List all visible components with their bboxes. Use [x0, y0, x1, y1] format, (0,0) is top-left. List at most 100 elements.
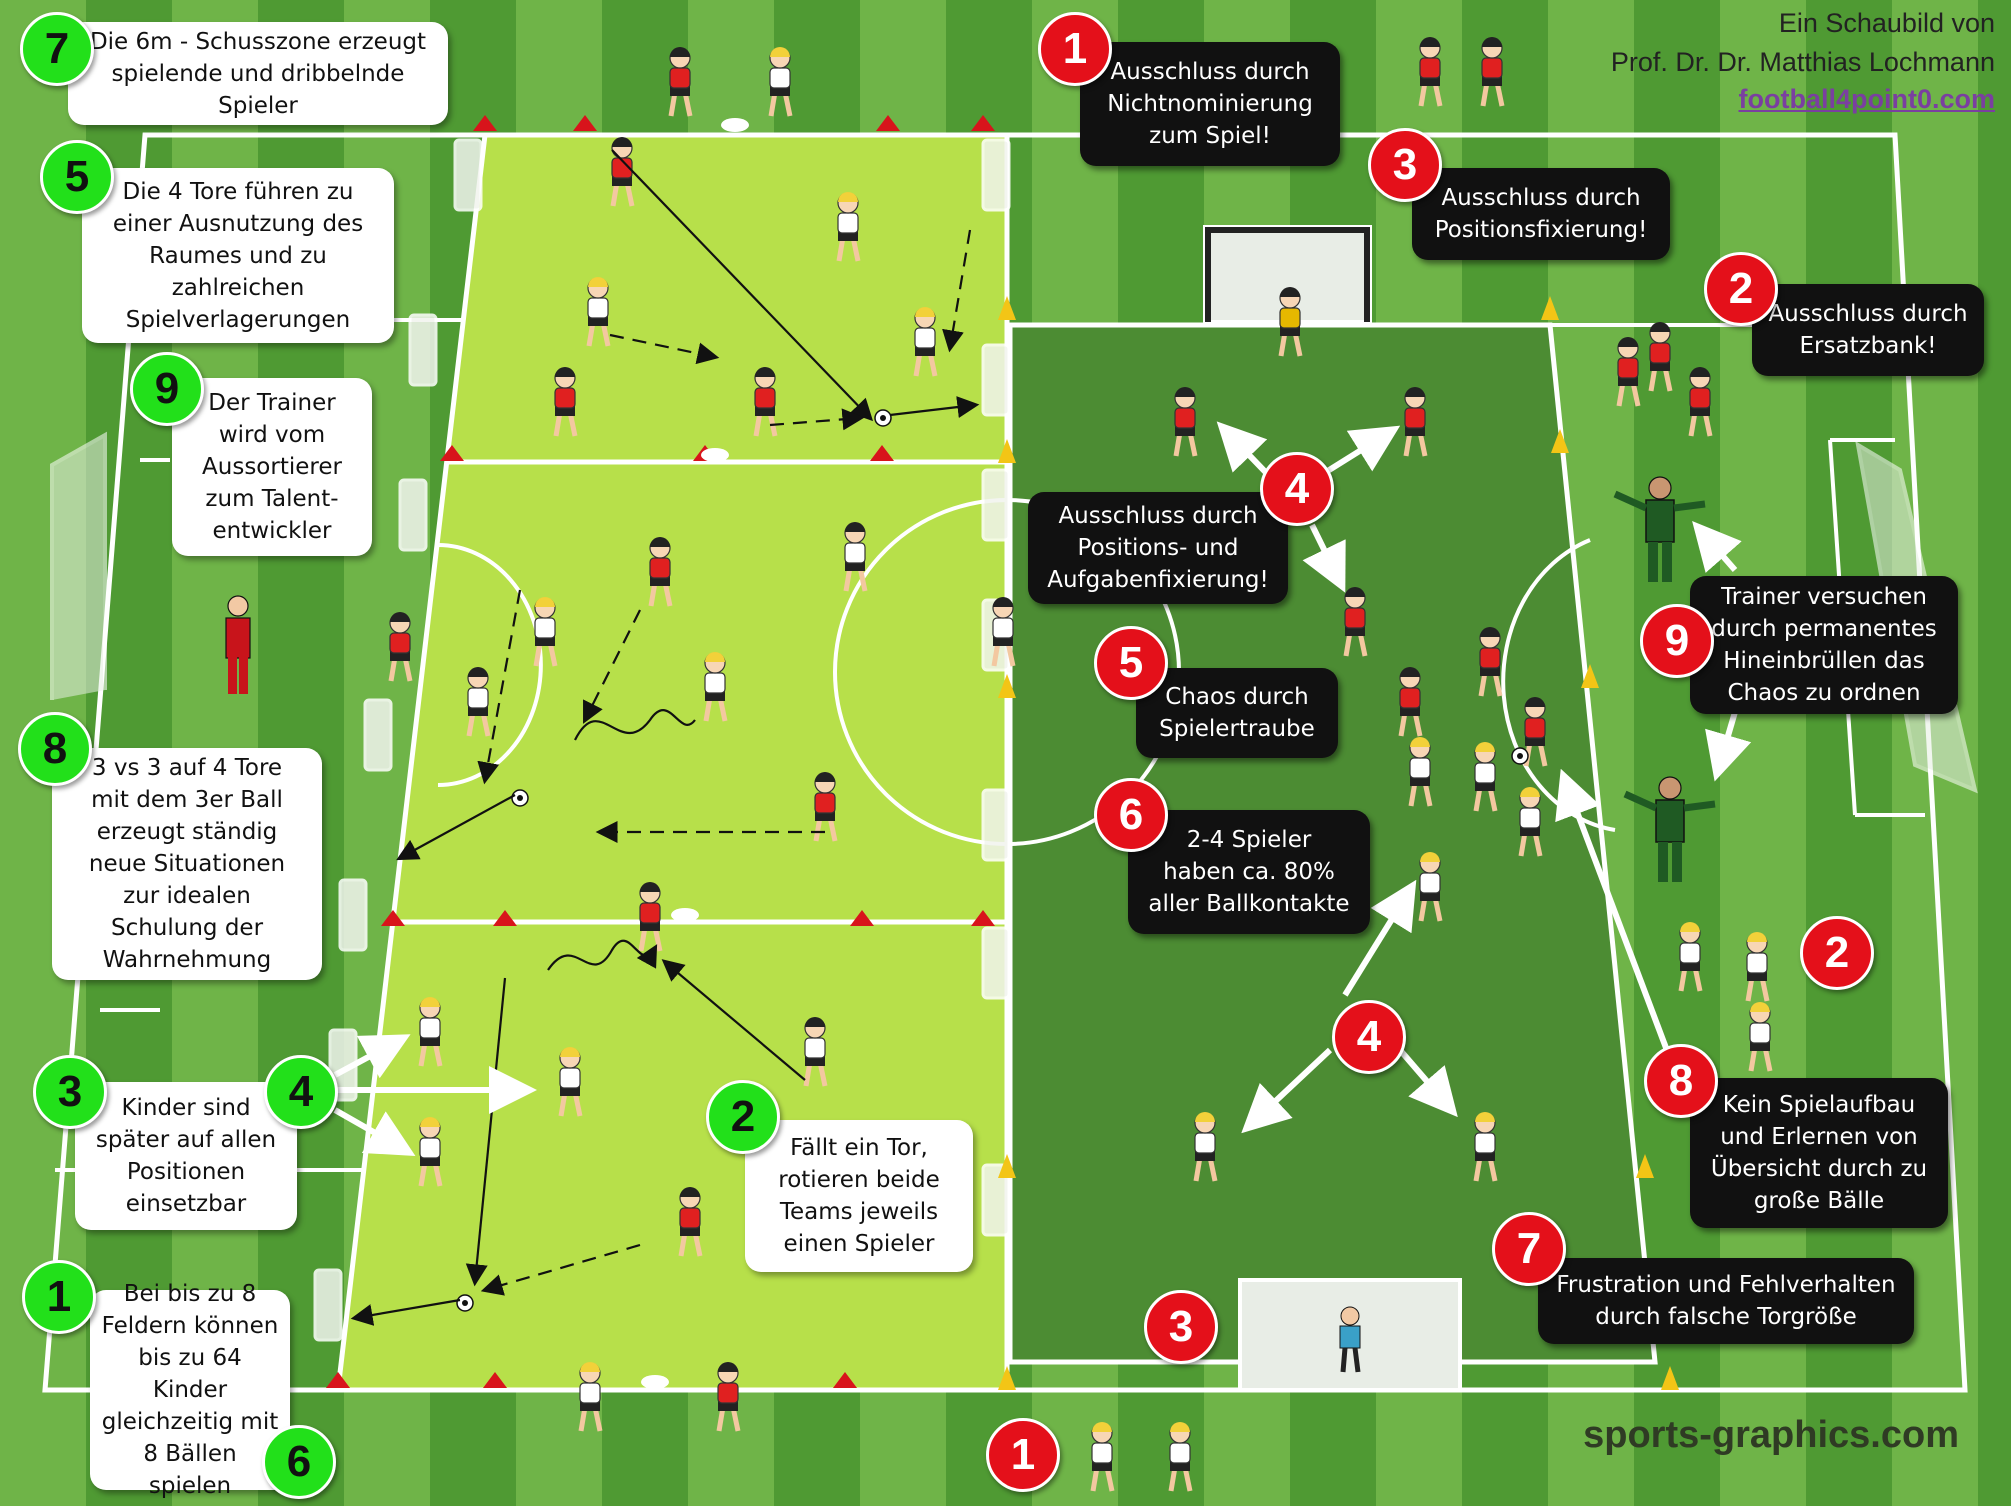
left-note-8-line-1: 3 vs 3 auf 4 Tore — [91, 755, 283, 781]
left-note-1-line-1: Bei bis zu 8 — [123, 1281, 257, 1307]
red-cone — [573, 115, 597, 131]
right-badge-1-top: 1 — [1038, 12, 1112, 86]
player — [1473, 1112, 1498, 1182]
big-goal-left — [50, 431, 107, 700]
yellow-cone — [1541, 296, 1559, 320]
white-disc-cone — [701, 448, 729, 462]
right-note-4-line-1: Ausschluss durch — [1058, 503, 1258, 529]
left-note-8-line-3: erzeugt ständig — [96, 819, 278, 845]
coach-figure — [1613, 476, 1706, 582]
left-note-1-line-3: bis zu 64 Kinder — [138, 1345, 242, 1403]
red-cone — [971, 115, 995, 131]
player — [418, 1117, 443, 1187]
left-note-8-line-5: zur idealen — [123, 883, 251, 909]
player — [418, 997, 443, 1067]
red-cone — [483, 1372, 507, 1388]
left-note-1-line-4: gleichzeitig mit — [101, 1409, 279, 1435]
right-note-1: Ausschluss durch Nichtnominierung zum Sp… — [1080, 42, 1340, 166]
player — [638, 882, 663, 952]
yellow-cone — [998, 674, 1016, 698]
player — [558, 1047, 583, 1117]
red-cone — [850, 910, 874, 926]
right-note-3: Ausschluss durch Positionsfixierung! — [1412, 168, 1670, 260]
right-note-3-line-2: Positionsfixierung! — [1434, 217, 1648, 243]
right-note-8-line-4: große Bälle — [1753, 1188, 1885, 1214]
white-disc-cone — [721, 118, 749, 132]
right-badge-9: 9 — [1640, 604, 1714, 678]
right-note-5: Chaos durch Spielertraube — [1136, 668, 1338, 758]
left-note-1-line-5: 8 Bällen spielen — [143, 1441, 237, 1499]
yellow-cone — [998, 296, 1016, 320]
left-note-9-line-5: entwickler — [212, 518, 332, 544]
left-note-5-line-3: Raumes und zu — [149, 242, 327, 269]
left-note-5-line-5: Spielverlagerungen — [125, 306, 351, 333]
left-note-8-line-4: neue Situationen — [88, 851, 286, 877]
player — [1418, 37, 1443, 107]
left-note-1: Bei bis zu 8 Feldern können bis zu 64 Ki… — [90, 1281, 290, 1499]
left-note-7-line-2: spielende und dribbelnde — [111, 60, 405, 87]
goalkeeper-bottom — [1339, 1306, 1361, 1373]
left-note-9-line-4: zum Talent- — [205, 486, 339, 512]
player — [1418, 852, 1443, 922]
mini-goal — [313, 1268, 343, 1342]
player — [388, 612, 413, 682]
red-cone — [473, 115, 497, 131]
left-badge-4: 4 — [264, 1055, 338, 1129]
player — [1678, 922, 1703, 992]
left-note-7-line-3: Spieler — [218, 92, 298, 119]
yellow-cone — [998, 1154, 1016, 1178]
left-badge-1: 1 — [22, 1260, 96, 1334]
left-note-8-line-7: Wahrnehmung — [102, 947, 272, 973]
right-note-9-line-4: Chaos zu ordnen — [1727, 680, 1921, 706]
player — [1278, 287, 1303, 357]
right-note-5-line-2: Spielertraube — [1159, 716, 1315, 742]
red-cone — [971, 910, 995, 926]
player — [678, 1187, 703, 1257]
player — [668, 47, 693, 117]
right-note-9-line-3: Hineinbrüllen das — [1723, 648, 1925, 674]
player — [610, 137, 635, 207]
ball — [456, 1294, 474, 1312]
player — [1478, 627, 1503, 697]
right-badge-5: 5 — [1094, 626, 1168, 700]
right-note-9-line-2: durch permanentes — [1711, 616, 1937, 642]
mini-goal — [981, 926, 1011, 1000]
player — [991, 597, 1016, 667]
right-note-9-line-1: Trainer versuchen — [1721, 584, 1927, 610]
ball — [511, 789, 529, 807]
left-note-9-line-2: wird vom — [218, 422, 326, 448]
yellow-cone — [1636, 1154, 1654, 1178]
player — [1408, 737, 1433, 807]
right-note-8: Kein Spielaufbau und Erlernen von Übersi… — [1690, 1078, 1948, 1228]
left-note-5: Die 4 Tore führen zu einer Ausnutzung de… — [82, 168, 394, 343]
right-note-2-line-2: Ersatzbank! — [1799, 333, 1937, 359]
yellow-cone — [998, 439, 1016, 463]
red-cone — [440, 445, 464, 461]
right-note-2-line-1: Ausschluss durch — [1768, 301, 1968, 327]
player — [1193, 1112, 1218, 1182]
right-note-1-line-3: zum Spiel! — [1149, 123, 1271, 149]
left-note-3-line-3: Positionen — [126, 1159, 246, 1185]
right-note-9: Trainer versuchen durch permanentes Hine… — [1690, 576, 1958, 714]
red-cone — [833, 1372, 857, 1388]
right-note-6: 2-4 Spieler haben ca. 80% aller Ballkont… — [1128, 810, 1370, 934]
yellow-cone — [998, 1366, 1016, 1390]
left-badge-7: 7 — [20, 12, 94, 86]
mini-goal — [981, 788, 1011, 862]
left-note-8-line-2: mit dem 3er Ball — [91, 787, 283, 813]
left-note-7-line-1: Die 6m - Schusszone erzeugt — [89, 28, 427, 55]
left-note-7: Die 6m - Schusszone erzeugt spielende un… — [68, 22, 448, 125]
right-badge-4-upper: 4 — [1260, 452, 1334, 526]
left-badge-8: 8 — [18, 712, 92, 786]
left-note-2-line-1: Fällt ein Tor, — [790, 1135, 928, 1161]
right-note-3-line-1: Ausschluss durch — [1441, 185, 1641, 211]
red-cone — [876, 115, 900, 131]
player — [533, 597, 558, 667]
players — [225, 37, 1773, 1492]
left-badge-9: 9 — [130, 352, 204, 426]
player — [836, 192, 861, 262]
credit-link[interactable]: football4point0.com — [1738, 84, 1996, 114]
trainer-figure-left — [225, 595, 251, 694]
right-note-4-line-2: Positions- und — [1077, 535, 1239, 561]
player — [1090, 1422, 1115, 1492]
